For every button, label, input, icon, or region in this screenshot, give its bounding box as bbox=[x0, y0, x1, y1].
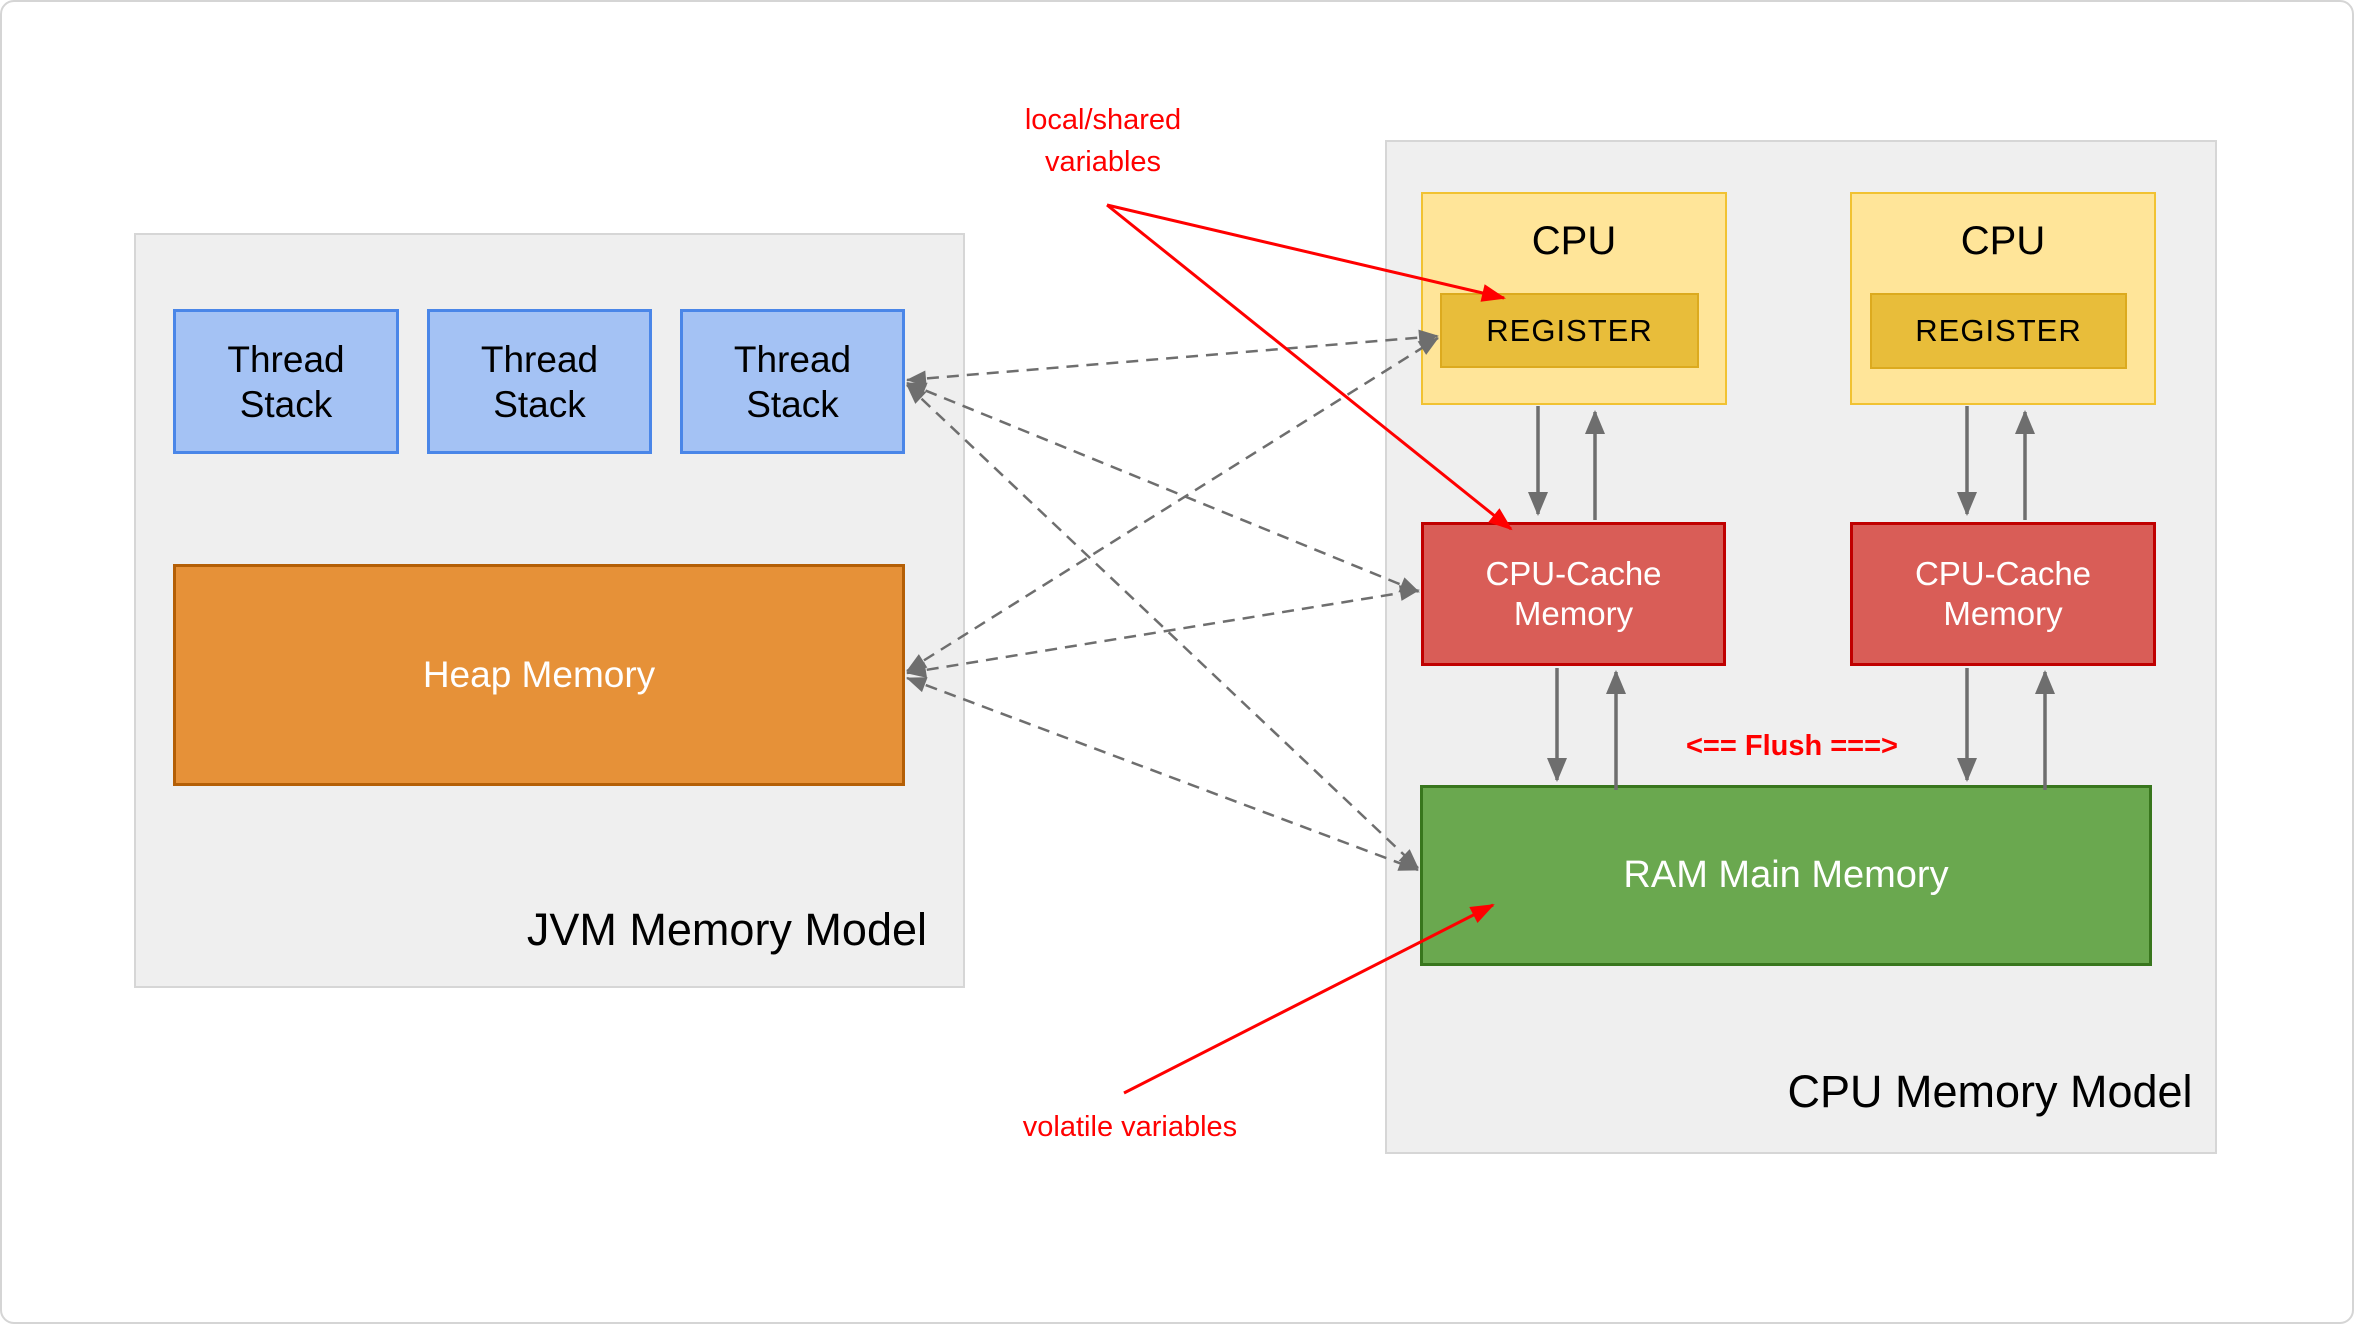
dashed-arrow-heap-cache bbox=[906, 585, 1420, 678]
heap-memory-box: Heap Memory bbox=[173, 564, 905, 786]
register-box-1: REGISTER bbox=[1440, 293, 1699, 368]
dashed-arrow-threadstack-cache bbox=[906, 381, 1420, 594]
cpu-label-2: CPU bbox=[1960, 219, 2046, 263]
thread-stack-box-3: Thread Stack bbox=[680, 309, 905, 454]
cpu-memory-model-title: CPU Memory Model bbox=[1787, 1066, 2193, 1117]
dashed-arrow-threadstack-register bbox=[906, 329, 1439, 387]
local-shared-variables-annotation: local/shared variables bbox=[1024, 104, 1182, 178]
thread-stack-box-2: Thread Stack bbox=[427, 309, 652, 454]
cpu-cache-box-2: CPU-Cache Memory bbox=[1850, 522, 2156, 666]
register-box-2: REGISTER bbox=[1870, 293, 2127, 369]
cpu-label-1: CPU bbox=[1531, 219, 1617, 263]
flush-annotation: <== Flush ===> bbox=[1686, 730, 1898, 762]
cpu-cache-box-1: CPU-Cache Memory bbox=[1421, 522, 1726, 666]
jvm-memory-model-title: JVM Memory Model bbox=[526, 904, 927, 955]
ram-main-memory-box: RAM Main Memory bbox=[1420, 785, 2152, 966]
volatile-variables-annotation: volatile variables bbox=[1022, 1111, 1238, 1143]
dashed-arrow-heap-register bbox=[906, 336, 1439, 673]
dashed-arrow-heap-ram bbox=[906, 676, 1419, 872]
dashed-arrow-threadstack-ram bbox=[906, 384, 1419, 869]
thread-stack-box-1: Thread Stack bbox=[173, 309, 399, 454]
